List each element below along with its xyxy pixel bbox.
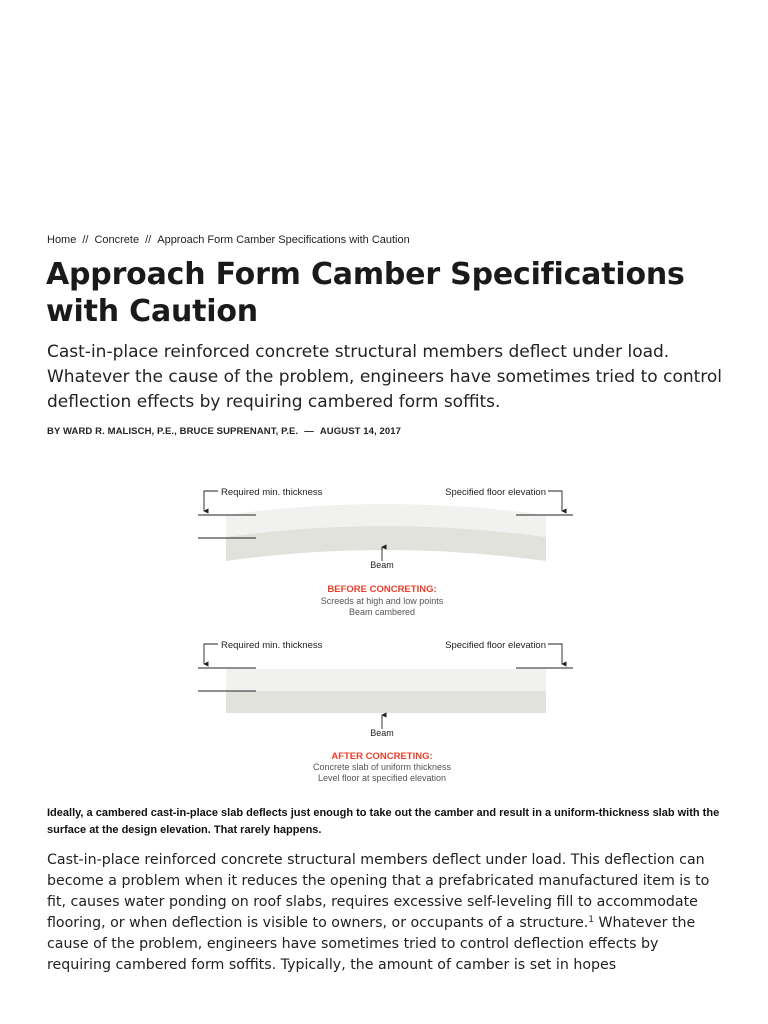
byline-date: August 14, 2017 xyxy=(319,426,402,437)
after-note-line-1: Concrete slab of uniform thickness xyxy=(313,762,452,772)
after-beam-label: Beam xyxy=(370,728,394,738)
after-required-thickness-label: Required min. thickness xyxy=(221,640,323,651)
byline-authors: By Ward R. Malisch, P.E., Bruce Suprenan… xyxy=(47,426,299,437)
byline-dash: — xyxy=(304,426,314,437)
after-note-line-2: Level floor at specified elevation xyxy=(318,773,446,783)
level-beam xyxy=(226,691,546,713)
before-floor-elevation-label: Specified floor elevation xyxy=(445,487,546,498)
article-body: Cast-in-place reinforced concrete struct… xyxy=(47,850,719,976)
article-dek: Cast-in-place reinforced concrete struct… xyxy=(47,342,723,412)
left-dimension-leader xyxy=(203,643,218,667)
right-dimension-leader xyxy=(548,643,567,667)
camber-diagram: Required min. thickness Specified floor … xyxy=(198,487,573,783)
cambered-slab xyxy=(226,504,546,537)
before-concreting-panel: Required min. thickness Specified floor … xyxy=(198,487,573,617)
footnote-reference[interactable]: 1 xyxy=(588,915,594,925)
breadcrumb-home-link[interactable]: Home xyxy=(47,234,77,246)
before-beam-label: Beam xyxy=(370,560,394,570)
after-concreting-panel: Required min. thickness Specified floor … xyxy=(198,640,573,783)
cambered-beam xyxy=(226,526,546,561)
page-title: Approach Form Camber Specifications with… xyxy=(46,257,685,329)
article-byline: By Ward R. Malisch, P.E., Bruce Suprenan… xyxy=(47,426,401,437)
body-paragraph-part-2: Whatever the cause of the problem, engin… xyxy=(47,915,696,973)
before-note-line-1: Screeds at high and low points xyxy=(321,596,444,606)
breadcrumb-current: Approach Form Camber Specifications with… xyxy=(157,234,410,246)
breadcrumb-separator: // xyxy=(82,234,89,246)
before-note-line-2: Beam cambered xyxy=(349,607,415,617)
body-paragraph-part-1: Cast-in-place reinforced concrete struct… xyxy=(47,852,710,931)
left-dimension-leader xyxy=(203,490,218,514)
uniform-slab xyxy=(226,669,546,691)
before-concreting-heading: BEFORE CONCRETING: xyxy=(327,584,436,595)
breadcrumb-concrete-link[interactable]: Concrete xyxy=(94,234,140,246)
before-required-thickness-label: Required min. thickness xyxy=(221,487,323,498)
breadcrumb-separator: // xyxy=(145,234,152,246)
right-dimension-leader xyxy=(548,490,567,514)
breadcrumb: Home // Concrete // Approach Form Camber Spe… xyxy=(47,234,410,246)
after-floor-elevation-label: Specified floor elevation xyxy=(445,640,546,651)
after-concreting-heading: AFTER CONCRETING: xyxy=(331,751,432,762)
figure-caption: Ideally, a cambered cast-in-place slab d… xyxy=(47,807,720,836)
